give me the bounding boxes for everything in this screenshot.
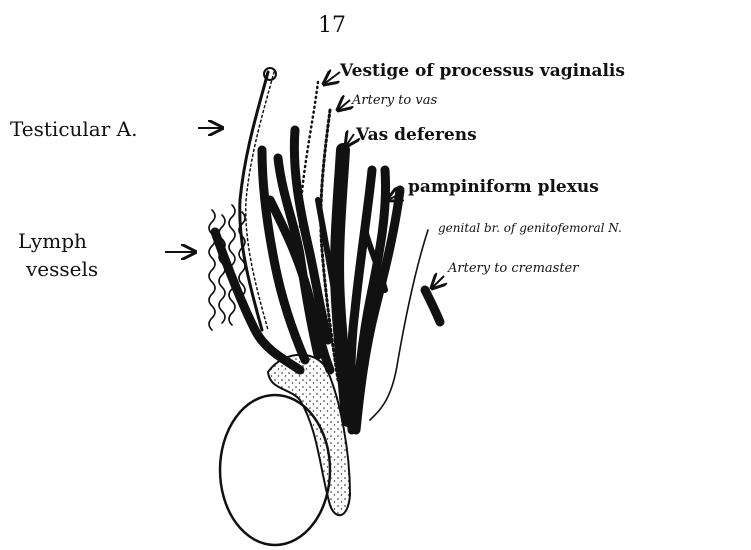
artery-to-cremaster (425, 290, 440, 322)
arrow-vas-deferens (346, 134, 354, 146)
label-artery-to-cremaster: Artery to cremaster (447, 261, 579, 276)
arrow-vestige (324, 72, 340, 84)
label-vessels: vessels (25, 257, 98, 281)
label-lymph: Lymph (18, 229, 87, 253)
arrow-cremaster (432, 276, 444, 288)
label-testicular-artery: Testicular A. (10, 117, 137, 141)
label-genital-branch: genital br. of genitofemoral N. (438, 221, 622, 235)
label-vestige: Vestige of processus vaginalis (339, 61, 625, 81)
page-number: 17 (318, 13, 346, 38)
label-artery-to-vas: Artery to vas (351, 93, 437, 108)
label-vas-deferens: Vas deferens (355, 125, 477, 145)
label-pampiniform-plexus: pampiniform plexus (408, 177, 599, 197)
arrow-artery-to-vas (338, 100, 350, 110)
